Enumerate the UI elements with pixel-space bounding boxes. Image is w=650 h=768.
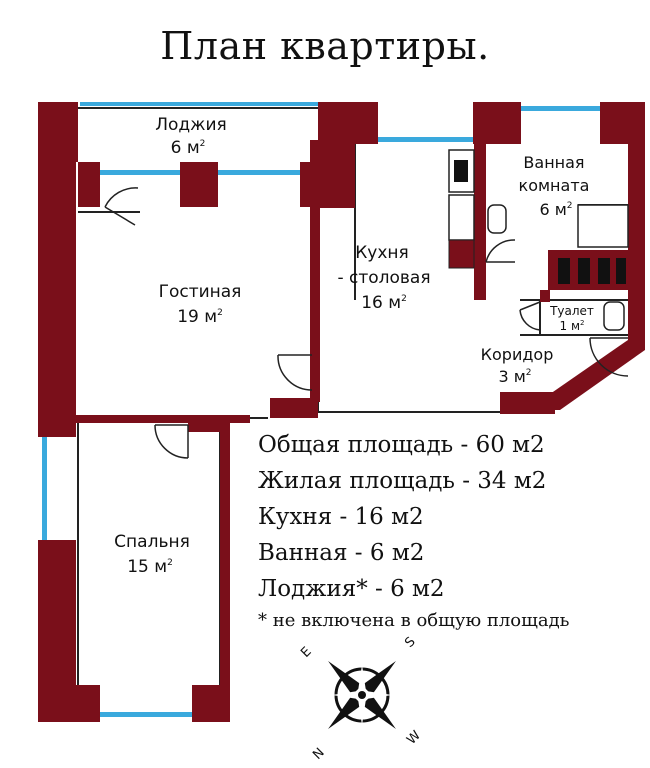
footnote: * не включена в общую площадь (258, 610, 570, 631)
door-toilet (519, 301, 541, 331)
cooktop (448, 239, 475, 269)
wall-loggia-pillar-1 (78, 162, 100, 207)
wall-living-right (310, 200, 320, 350)
compass-point-up (328, 661, 362, 695)
windows (42, 102, 600, 717)
window-loggia-top (80, 102, 318, 106)
bath-name-1: Ванная (523, 153, 584, 172)
wall-bedroom-right (220, 420, 230, 720)
door-bath (485, 239, 516, 263)
shaft-slats (558, 258, 626, 284)
compass-s: S (402, 634, 418, 650)
bath-name-2: комната (519, 176, 590, 195)
compass-e: E (298, 644, 314, 660)
loggia-area: 6 м2 (171, 138, 206, 158)
window-bedroom-left (42, 437, 47, 540)
walls (38, 102, 645, 722)
kitchen-name-1: Кухня (355, 243, 409, 263)
plan-title: План квартиры. (160, 24, 490, 68)
window-bedroom-bottom (100, 712, 192, 717)
stat-loggia-area: Лоджия* - 6 м2 (258, 576, 445, 602)
compass-point-left (328, 695, 362, 729)
wall-corridor-bevel (550, 340, 645, 410)
window-loggia-1 (100, 170, 180, 175)
compass-n: N (310, 745, 327, 762)
living-name: Гостиная (159, 282, 242, 302)
compass-point-down (362, 695, 396, 729)
living-area: 19 м2 (177, 307, 223, 327)
stat-kitchen-area: Кухня - 16 м2 (258, 504, 424, 530)
room-labels: Лоджия 6 м2 Гостиная 19 м2 Кухня - столо… (114, 115, 594, 577)
wall-left-upper (38, 102, 76, 437)
wall-right (628, 102, 645, 342)
wall-bottom-left (38, 685, 100, 722)
kitchen-area: 16 м2 (361, 293, 407, 313)
compass-point-right (362, 661, 396, 695)
stat-living-area: Жилая площадь - 34 м2 (258, 468, 547, 494)
loggia-name: Лоджия (155, 115, 227, 135)
wall-loggia-pillar-2 (180, 162, 218, 207)
door-loggia (104, 187, 139, 226)
toilet-bowl (603, 301, 625, 331)
sink (487, 204, 507, 234)
wall-corridor-bottom (500, 392, 555, 414)
shower (577, 204, 629, 248)
compass-ring (334, 667, 390, 723)
kitchen-name-2: - столовая (337, 268, 430, 288)
window-bath (521, 106, 600, 111)
corridor-area: 3 м2 (498, 367, 531, 386)
door-living (277, 354, 313, 391)
wall-mid-vertical (310, 140, 355, 208)
wall-top-mid (318, 102, 378, 144)
stat-bath-area: Ванная - 6 м2 (258, 540, 425, 566)
compass-rose (328, 661, 396, 729)
stat-total-area: Общая площадь - 60 м2 (258, 432, 545, 458)
bedroom-name: Спальня (114, 532, 190, 552)
wall-living-door (310, 340, 320, 402)
corridor-name: Коридор (481, 345, 554, 364)
wall-partition (60, 415, 250, 423)
window-loggia-2 (218, 170, 300, 175)
wall-toilet-left (540, 290, 550, 302)
kitchen-fixtures (448, 149, 629, 331)
wall-kitchen-bath (474, 140, 486, 300)
bedroom-area: 15 м2 (127, 557, 173, 577)
toilet-name: Туалет (549, 304, 594, 318)
compass-w: W (404, 728, 424, 748)
toilet-area: 1 м2 (560, 319, 585, 333)
counter (448, 194, 475, 241)
door-swings (104, 187, 629, 459)
wall-hall-bottom (270, 398, 318, 418)
wall-top-right-1 (473, 102, 521, 144)
door-bedroom (154, 424, 189, 459)
window-kitchen (378, 137, 473, 142)
door-corridor (589, 337, 629, 377)
bath-area: 6 м2 (539, 200, 572, 219)
